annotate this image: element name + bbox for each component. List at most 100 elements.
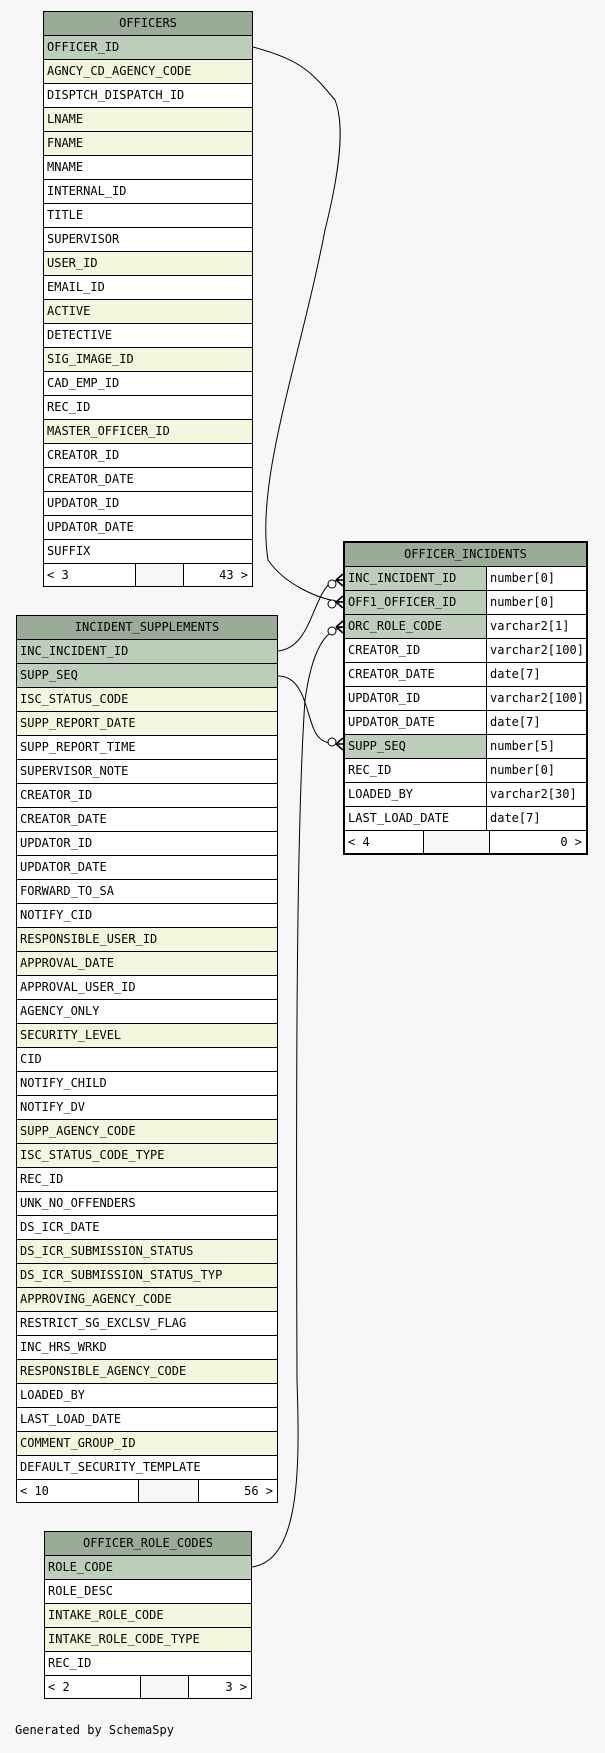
column-row[interactable]: UPDATOR_DATE	[17, 856, 277, 880]
column-name: CREATOR_ID	[20, 788, 93, 802]
column-name: INTERNAL_ID	[47, 184, 127, 198]
column-name: INTAKE_ROLE_CODE_TYPE	[48, 1632, 200, 1646]
column-row[interactable]: UPDATOR_ID	[17, 832, 277, 856]
cardinality-marker	[327, 573, 344, 589]
column-row[interactable]: RESPONSIBLE_USER_ID	[17, 928, 277, 952]
column-row[interactable]: INC_HRS_WRKD	[17, 1336, 277, 1360]
column-row[interactable]: FNAME	[44, 132, 252, 156]
column-row[interactable]: EMAIL_ID	[44, 276, 252, 300]
column-row[interactable]: DETECTIVE	[44, 324, 252, 348]
column-row[interactable]: UPDATOR_ID	[44, 492, 252, 516]
column-row[interactable]: REC_ID	[17, 1168, 277, 1192]
column-row[interactable]: APPROVING_AGENCY_CODE	[17, 1288, 277, 1312]
column-row[interactable]: CREATOR_DATE	[17, 808, 277, 832]
column-row[interactable]: CID	[17, 1048, 277, 1072]
column-name: UPDATOR_ID	[20, 836, 93, 850]
column-row[interactable]: RESTRICT_SG_EXCLSV_FLAG	[17, 1312, 277, 1336]
column-row[interactable]: APPROVAL_DATE	[17, 952, 277, 976]
column-row[interactable]: COMMENT_GROUP_ID	[17, 1432, 277, 1456]
column-row[interactable]: INTAKE_ROLE_CODE_TYPE	[45, 1628, 251, 1652]
column-name: LOADED_BY	[20, 1388, 86, 1402]
column-row[interactable]: CREATOR_DATE	[44, 468, 252, 492]
column-row[interactable]: SIG_IMAGE_ID	[44, 348, 252, 372]
generated-by-note: Generated by SchemaSpy	[15, 1723, 174, 1737]
column-row[interactable]: MASTER_OFFICER_ID	[44, 420, 252, 444]
column-row[interactable]: REC_ID	[44, 396, 252, 420]
column-name: SUPERVISOR_NOTE	[20, 764, 129, 778]
column-row[interactable]: REC_ID	[45, 1652, 251, 1676]
column-row[interactable]: USER_ID	[44, 252, 252, 276]
column-row[interactable]: DISPTCH_DISPATCH_ID	[44, 84, 252, 108]
column-row[interactable]: OFF1_OFFICER_ID number[0]	[345, 591, 586, 615]
column-row[interactable]: AGENCY_ONLY	[17, 1000, 277, 1024]
column-row[interactable]: INTERNAL_ID	[44, 180, 252, 204]
column-row[interactable]: ROLE_CODE	[45, 1556, 251, 1580]
column-row[interactable]: FORWARD_TO_SA	[17, 880, 277, 904]
column-row[interactable]: SUPP_REPORT_DATE	[17, 712, 277, 736]
column-row[interactable]: DS_ICR_SUBMISSION_STATUS	[17, 1240, 277, 1264]
column-row[interactable]: SUPP_SEQ	[17, 664, 277, 688]
footer-spacer	[140, 1676, 189, 1698]
column-type: number[0]	[486, 591, 586, 614]
column-row[interactable]: APPROVAL_USER_ID	[17, 976, 277, 1000]
column-row[interactable]: RESPONSIBLE_AGENCY_CODE	[17, 1360, 277, 1384]
column-row[interactable]: ISC_STATUS_CODE	[17, 688, 277, 712]
column-row[interactable]: NOTIFY_CHILD	[17, 1072, 277, 1096]
column-name: CREATOR_DATE	[348, 667, 435, 681]
column-name: ACTIVE	[47, 304, 91, 318]
column-row[interactable]: SECURITY_LEVEL	[17, 1024, 277, 1048]
column-row[interactable]: AGNCY_CD_AGENCY_CODE	[44, 60, 252, 84]
column-row[interactable]: SUPERVISOR	[44, 228, 252, 252]
column-row[interactable]: DEFAULT_SECURITY_TEMPLATE	[17, 1456, 277, 1480]
column-row[interactable]: SUPP_REPORT_TIME	[17, 736, 277, 760]
column-name: INC_INCIDENT_ID	[348, 571, 457, 585]
column-row[interactable]: INTAKE_ROLE_CODE	[45, 1604, 251, 1628]
column-row[interactable]: MNAME	[44, 156, 252, 180]
relationship-line	[251, 626, 344, 1568]
column-name: INC_HRS_WRKD	[20, 1340, 107, 1354]
column-row[interactable]: LOADED_BY	[17, 1384, 277, 1408]
column-row[interactable]: DS_ICR_DATE	[17, 1216, 277, 1240]
column-row[interactable]: CREATOR_ID	[17, 784, 277, 808]
column-row[interactable]: UPDATOR_DATE	[44, 516, 252, 540]
column-row[interactable]: SUPP_AGENCY_CODE	[17, 1120, 277, 1144]
cardinality-marker	[327, 737, 344, 751]
column-row[interactable]: UNK_NO_OFFENDERS	[17, 1192, 277, 1216]
column-row[interactable]: ROLE_DESC	[45, 1580, 251, 1604]
column-row[interactable]: ACTIVE	[44, 300, 252, 324]
column-name: SUPP_SEQ	[348, 739, 406, 753]
column-row[interactable]: TITLE	[44, 204, 252, 228]
column-name: OFF1_OFFICER_ID	[348, 595, 457, 609]
parent-count: < 10	[20, 1484, 49, 1498]
table-footer: < 10 56 >	[17, 1480, 277, 1502]
column-row[interactable]: NOTIFY_CID	[17, 904, 277, 928]
table-title: INCIDENT_SUPPLEMENTS	[17, 616, 277, 640]
column-row[interactable]: OFFICER_ID	[44, 36, 252, 60]
column-name: SUPP_REPORT_TIME	[20, 740, 136, 754]
column-name: UPDATOR_ID	[47, 496, 120, 510]
column-row[interactable]: CAD_EMP_ID	[44, 372, 252, 396]
column-row[interactable]: SUFFIX	[44, 540, 252, 564]
column-row[interactable]: CREATOR_ID	[44, 444, 252, 468]
column-row[interactable]: DS_ICR_SUBMISSION_STATUS_TYP	[17, 1264, 277, 1288]
column-row[interactable]: ISC_STATUS_CODE_TYPE	[17, 1144, 277, 1168]
column-row[interactable]: INC_INCIDENT_ID	[17, 640, 277, 664]
column-row[interactable]: NOTIFY_DV	[17, 1096, 277, 1120]
column-row[interactable]: LAST_LOAD_DATE	[17, 1408, 277, 1432]
column-row[interactable]: LNAME	[44, 108, 252, 132]
column-row[interactable]: SUPERVISOR_NOTE	[17, 760, 277, 784]
